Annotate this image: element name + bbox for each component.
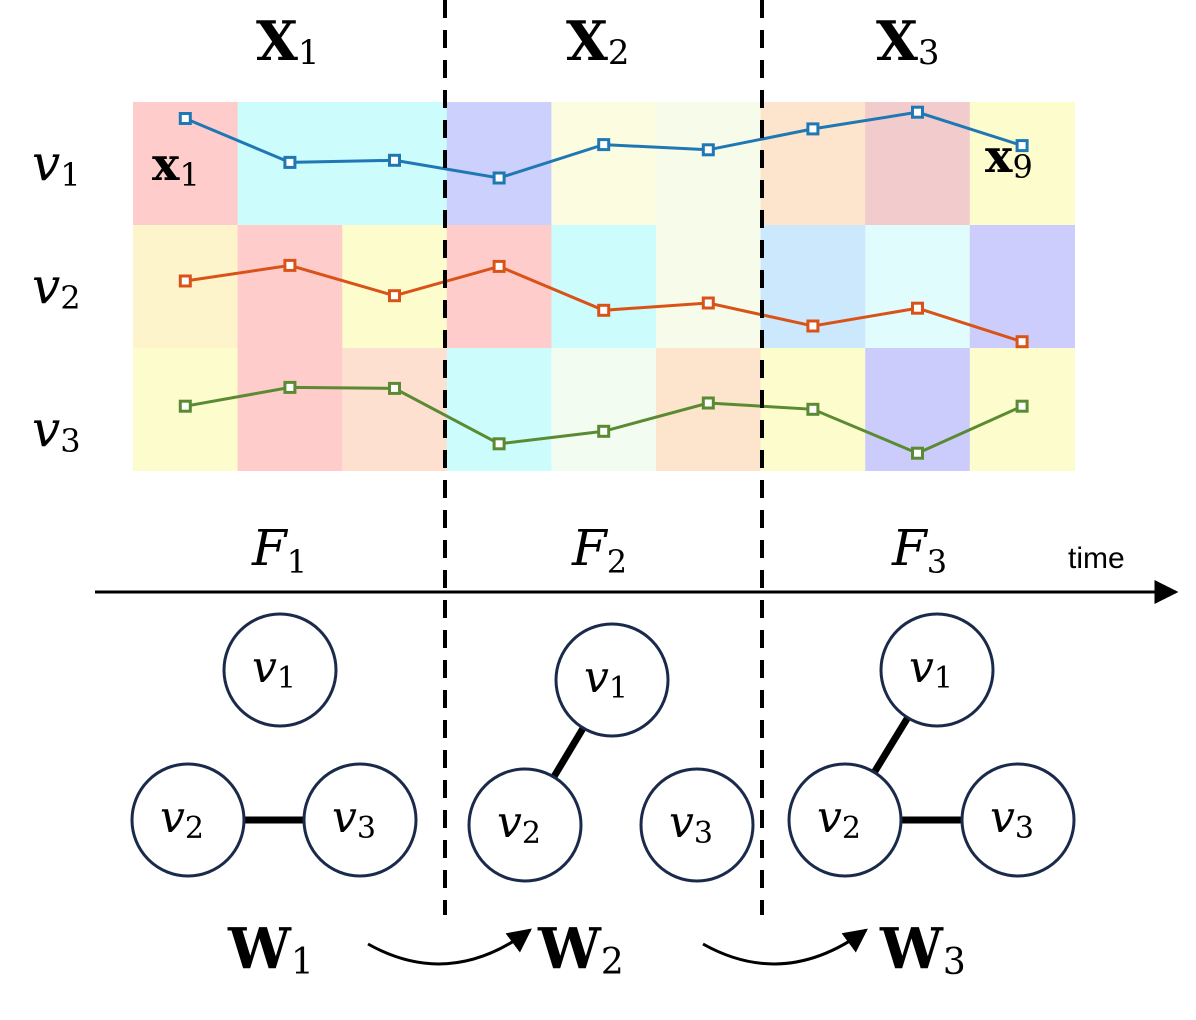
graph-label-w3: W3 <box>879 916 966 983</box>
graph-2-edge-1 <box>550 726 587 779</box>
series-2-point-1 <box>178 274 192 288</box>
heatmap-cell-r3-c3 <box>342 348 448 471</box>
heatmap-cell-r2-c4 <box>446 225 552 348</box>
transition-arrow-1 <box>367 928 532 966</box>
series-2-point-4 <box>492 259 506 273</box>
heatmap-cell-r2-c8 <box>865 225 971 348</box>
heatmap-cell-r1-c7 <box>760 102 866 225</box>
series-1-point-9 <box>1015 139 1029 153</box>
point-label-x1: x1 <box>152 137 200 194</box>
series-2-point-2 <box>283 258 297 272</box>
window-label-1: X1 <box>256 9 320 73</box>
series-2-point-8 <box>911 301 924 315</box>
heatmap-cell-r2-c2 <box>237 225 343 348</box>
graph-2-node-v3 <box>639 767 755 883</box>
point-label-x9: x9 <box>985 129 1033 186</box>
graph-layer: v1 v2 v3 v1 v2 v3 v1 v2 v3 <box>130 612 1076 883</box>
series-1-point-2 <box>283 155 297 169</box>
frame-label-f1: F1 <box>251 519 307 581</box>
series-1-point-3 <box>388 153 401 167</box>
graph-2-node-v1 <box>554 622 670 738</box>
graph-3-edge-1 <box>871 715 911 775</box>
heatmap-cell-r2-c5 <box>551 225 657 348</box>
graph-label-w1: W1 <box>227 916 314 983</box>
row-label-v2: v2 <box>32 257 81 317</box>
graph-1-node-v2 <box>130 762 246 878</box>
frame-label-f3: F3 <box>891 519 947 581</box>
row-label-v1: v1 <box>32 134 81 194</box>
series-3-point-5 <box>597 424 611 438</box>
graph-1-node-label-v2: v2 <box>160 792 204 846</box>
series-3-point-7 <box>806 402 820 416</box>
series-2-point-7 <box>806 319 820 333</box>
heatmap-cell-r3-c4 <box>446 348 552 471</box>
graph-2-node-label-v1: v1 <box>584 652 628 706</box>
series-2-point-9 <box>1015 335 1029 349</box>
series-1-point-8 <box>911 105 924 119</box>
heatmap-cell-r3-c2 <box>237 348 343 471</box>
row-label-v3: v3 <box>32 400 81 460</box>
heatmap-cell-r2-c9 <box>969 225 1075 348</box>
series-1-point-7 <box>806 122 820 136</box>
heatmap-grid <box>133 102 1075 471</box>
time-axis-label: time <box>1068 542 1125 575</box>
heatmap-cell-r1-c8 <box>865 102 971 225</box>
series-1-point-6 <box>701 143 715 157</box>
heatmap-cell-r3-c5 <box>551 348 657 471</box>
graph-3-node-v1 <box>879 612 995 728</box>
graph-2-node-v2 <box>467 767 583 883</box>
series-1-point-1 <box>178 112 192 125</box>
series-1-point-5 <box>597 138 611 152</box>
window-label-3: X3 <box>876 9 940 73</box>
series-2-point-3 <box>388 289 401 303</box>
graph-1-node-v3 <box>302 762 418 878</box>
graph-1-node-label-v3: v3 <box>332 792 376 846</box>
graph-3-node-v3 <box>960 762 1076 878</box>
graph-3-node-label-v3: v3 <box>990 792 1034 846</box>
series-3-point-3 <box>388 381 401 395</box>
graph-3-node-label-v2: v2 <box>817 792 861 846</box>
graph-1-node-v1 <box>222 612 338 728</box>
graph-3-node-label-v1: v1 <box>909 642 953 696</box>
series-3-point-2 <box>283 380 297 394</box>
series-2-point-6 <box>701 296 715 310</box>
window-label-2: X2 <box>566 9 630 73</box>
series-2-point-5 <box>597 303 611 317</box>
graph-1-node-label-v1: v1 <box>252 642 296 696</box>
graph-2-node-label-v3: v3 <box>669 797 713 851</box>
heatmap-cell-r1-c6 <box>656 102 762 225</box>
heatmap-cell-r1-c4 <box>446 102 552 225</box>
series-3-point-4 <box>492 437 506 451</box>
heatmap-cell-r2-c6 <box>656 225 762 348</box>
transition-arrow-2 <box>702 928 868 966</box>
graph-3-node-v2 <box>787 762 903 878</box>
graph-2-node-label-v2: v2 <box>497 797 541 851</box>
heatmap-cell-r1-c9 <box>969 102 1075 225</box>
series-3-point-6 <box>701 396 715 410</box>
series-3-point-1 <box>178 399 192 413</box>
series-1-point-4 <box>492 171 506 185</box>
series-3-point-9 <box>1015 399 1029 413</box>
series-3-point-8 <box>911 446 924 460</box>
time-series-layer <box>178 105 1029 460</box>
heatmap-cell-r1-c5 <box>551 102 657 225</box>
frame-label-f2: F2 <box>571 519 627 581</box>
graph-label-w2: W2 <box>537 916 624 983</box>
